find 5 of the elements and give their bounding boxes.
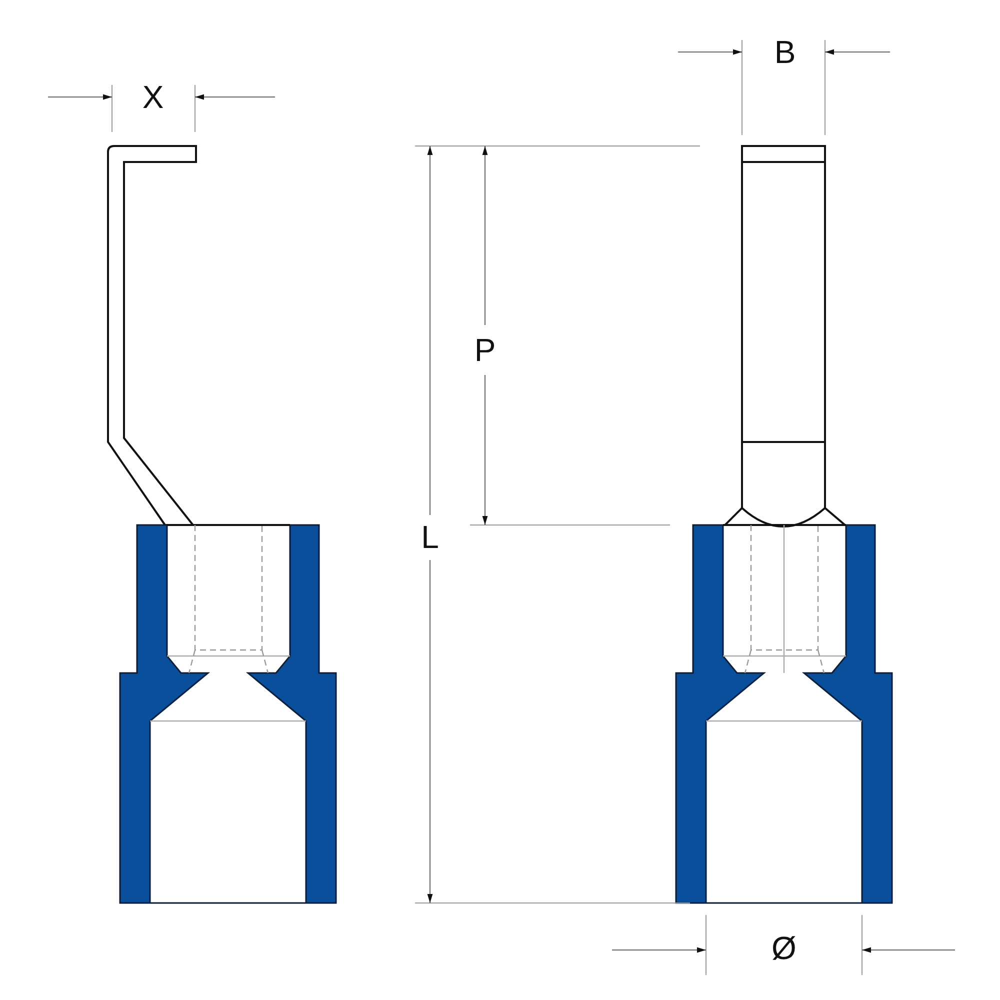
dimension-label: Ø: [772, 932, 796, 964]
dimension-label: X: [142, 81, 164, 113]
dimension-label: B: [774, 36, 796, 68]
dimension-label: L: [421, 521, 439, 553]
dimension-label: P: [474, 334, 496, 366]
